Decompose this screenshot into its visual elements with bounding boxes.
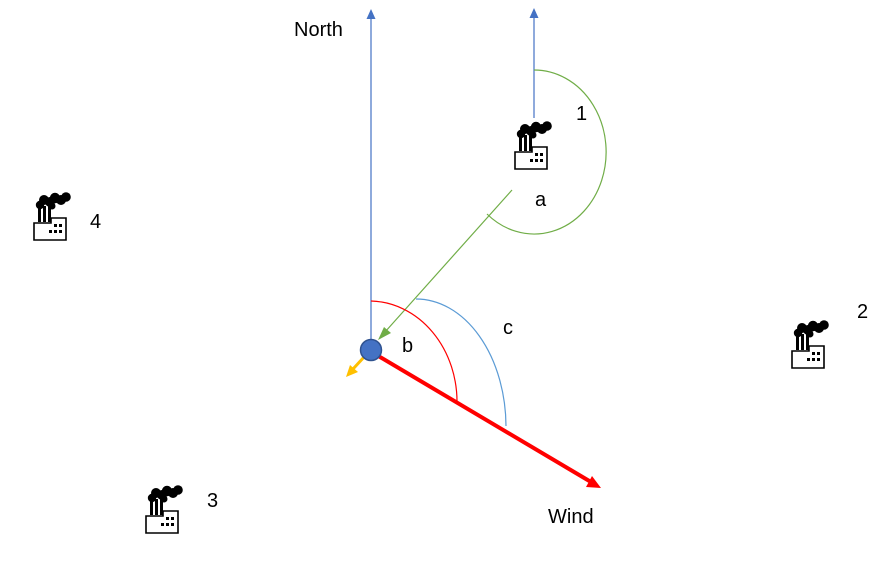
factory-smokestack-icon-1 bbox=[514, 120, 553, 170]
factory-label-1: 1 bbox=[576, 103, 587, 125]
factory-label-2: 2 bbox=[857, 301, 868, 323]
factory-smokestack-icon-3 bbox=[145, 484, 184, 534]
wind-label: Wind bbox=[548, 506, 594, 528]
angle-b-arc bbox=[370, 300, 458, 405]
bearing-arc-a bbox=[486, 69, 607, 235]
north-label: North bbox=[294, 19, 343, 41]
upwind-small-arrow bbox=[346, 354, 367, 377]
angle-a-label: a bbox=[535, 189, 547, 211]
angle-c-label: c bbox=[503, 317, 513, 339]
factory-smokestack-icon-4 bbox=[33, 191, 72, 241]
source-to-receptor-vector bbox=[378, 189, 513, 340]
angle-c-arc bbox=[415, 298, 507, 427]
north-arrow bbox=[366, 9, 376, 348]
factory-label-3: 3 bbox=[207, 490, 218, 512]
north-reference-arrow bbox=[529, 8, 539, 118]
receptor-point-icon bbox=[359, 338, 383, 362]
wind-arrow bbox=[373, 352, 601, 488]
factory-smokestack-icon-2 bbox=[791, 319, 830, 369]
factory-label-4: 4 bbox=[90, 211, 101, 233]
angle-b-label: b bbox=[402, 335, 413, 357]
